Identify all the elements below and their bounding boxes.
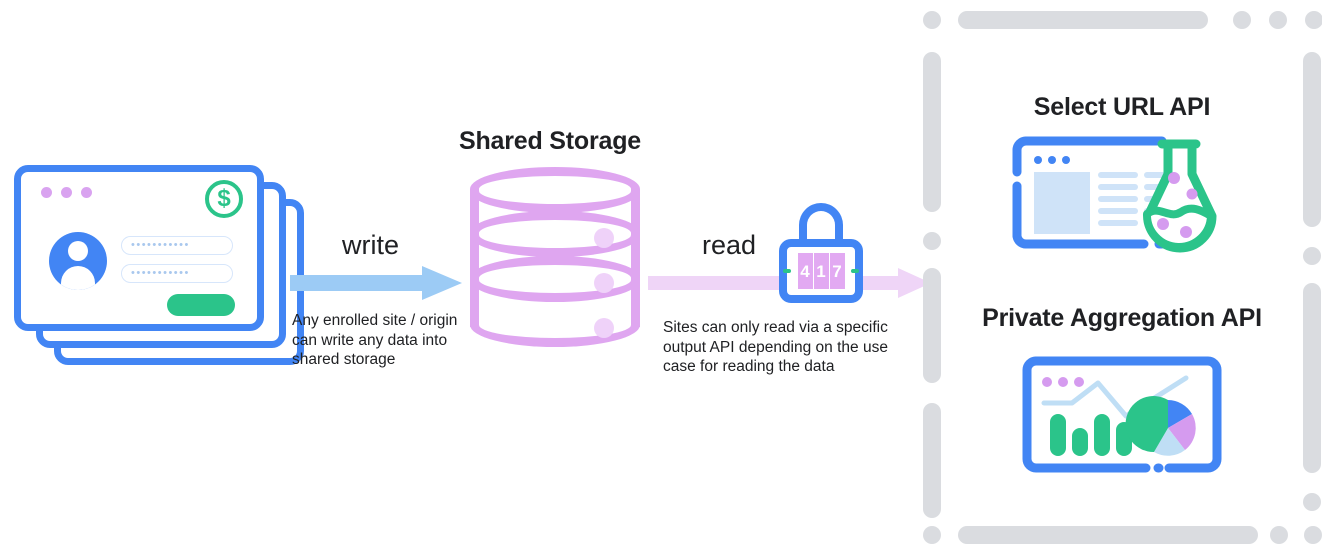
combination-lock-icon: 4 1 7 (779, 203, 863, 303)
read-flow-label: read (702, 230, 757, 260)
site-window-front: $ ••••••••••• ••••••••••• (14, 165, 264, 331)
lock-dash-left (783, 269, 791, 273)
shared-storage-title: Shared Storage (459, 127, 641, 155)
read-flow-description: Sites can only read via a specific outpu… (663, 319, 888, 375)
shared-storage-cylinder (470, 167, 640, 349)
cylinder-segment-3 (470, 256, 640, 302)
lock-dial-1: 4 (797, 253, 813, 289)
write-flow-description: Any enrolled site / origin can write any… (292, 312, 458, 368)
output-apis-panel: Select URL API (922, 8, 1322, 546)
lock-dial-2: 1 (813, 253, 829, 289)
write-flow-label: write (342, 230, 400, 260)
private-aggregation-api-illustration (1022, 356, 1222, 478)
cylinder-segment-bottom (470, 301, 640, 347)
select-url-api-illustration (1012, 136, 1232, 254)
cylinder-indicator-3 (594, 318, 614, 338)
password-field[interactable]: ••••••••••• (121, 264, 233, 283)
pie-chart (1125, 396, 1196, 456)
dollar-icon: $ (205, 180, 243, 218)
lock-dash-right (851, 269, 859, 273)
stacked-site-windows-illustration: $ ••••••••••• ••••••••••• (14, 165, 304, 365)
select-url-api-title: Select URL API (1033, 93, 1211, 121)
lock-dial-3: 7 (829, 253, 845, 289)
cylinder-indicator-2 (594, 273, 614, 293)
write-arrow-icon (290, 265, 462, 301)
cylinder-indicator-1 (594, 228, 614, 248)
submit-button[interactable] (167, 294, 235, 316)
cylinder-segment-top (470, 167, 640, 213)
panel-dashed-border (923, 11, 1322, 544)
cylinder-segment-2 (470, 211, 640, 257)
window-dots-icon (41, 187, 92, 198)
username-field[interactable]: ••••••••••• (121, 236, 233, 255)
private-aggregation-api-title: Private Aggregation API (982, 304, 1262, 332)
avatar (49, 232, 107, 290)
flask-icon (1142, 139, 1217, 253)
